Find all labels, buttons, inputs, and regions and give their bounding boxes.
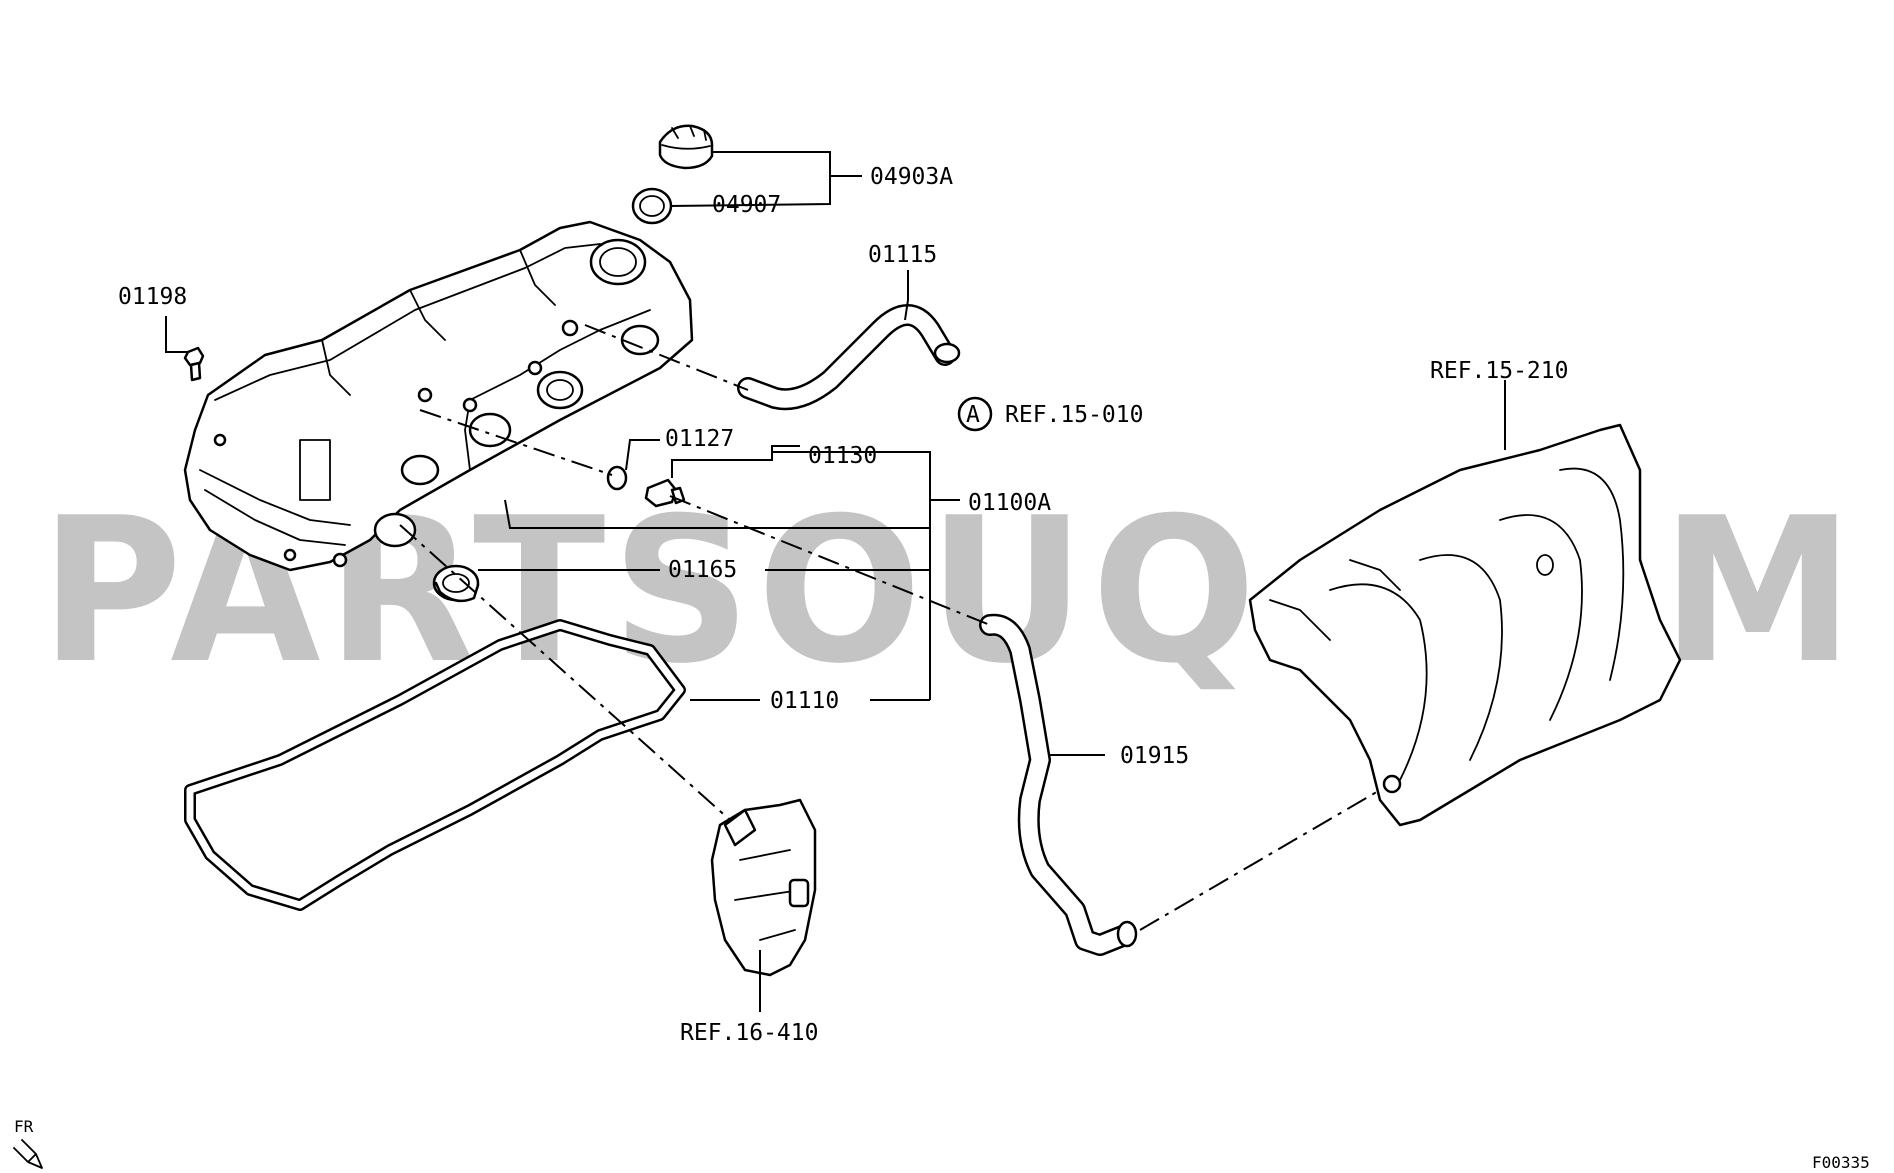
ventilation-hose-upper[interactable] <box>737 304 961 411</box>
label-01165[interactable]: 01165 <box>668 557 737 583</box>
alignment-lines <box>399 324 1381 931</box>
label-01100A[interactable]: 01100A <box>968 490 1051 516</box>
front-label: FR <box>14 1117 34 1136</box>
ventilation-hose-lower[interactable] <box>979 613 1138 956</box>
oil-cap-o-ring[interactable] <box>631 187 673 225</box>
intake-manifold[interactable] <box>1248 423 1682 827</box>
arrow-down-right-icon <box>13 1139 43 1169</box>
label-01115[interactable]: 01115 <box>868 242 937 268</box>
label-01130[interactable]: 01130 <box>808 443 877 469</box>
label-01915[interactable]: 01915 <box>1120 743 1189 769</box>
label-01110[interactable]: 01110 <box>770 688 839 714</box>
valve-cover-gasket[interactable] <box>184 619 686 911</box>
label-ref-15-010[interactable]: REF.15-010 <box>1005 402 1143 428</box>
marker-letter: A <box>966 402 980 428</box>
front-direction-indicator: FR <box>13 1117 43 1169</box>
ref-15-010-marker: A <box>957 396 993 432</box>
figure-code: F00335 <box>1812 1153 1870 1172</box>
label-04907[interactable]: 04907 <box>712 192 781 218</box>
part-labels: 04903A 04907 01115 01198 REF.15-010 REF.… <box>118 164 1568 1046</box>
valve-cover[interactable] <box>183 220 694 572</box>
label-ref-16-410[interactable]: REF.16-410 <box>680 1020 818 1046</box>
plug-seal[interactable] <box>432 564 480 603</box>
oil-filler-cap[interactable] <box>658 124 714 170</box>
pcv-o-ring[interactable] <box>606 465 628 491</box>
leader-lines <box>165 151 1506 1012</box>
label-01127[interactable]: 01127 <box>665 426 734 452</box>
label-04903A[interactable]: 04903A <box>870 164 953 190</box>
pcv-valve[interactable] <box>644 478 686 508</box>
label-ref-15-210[interactable]: REF.15-210 <box>1430 358 1568 384</box>
bolt[interactable] <box>183 346 205 382</box>
oil-separator[interactable] <box>710 798 817 977</box>
label-01198[interactable]: 01198 <box>118 284 187 310</box>
